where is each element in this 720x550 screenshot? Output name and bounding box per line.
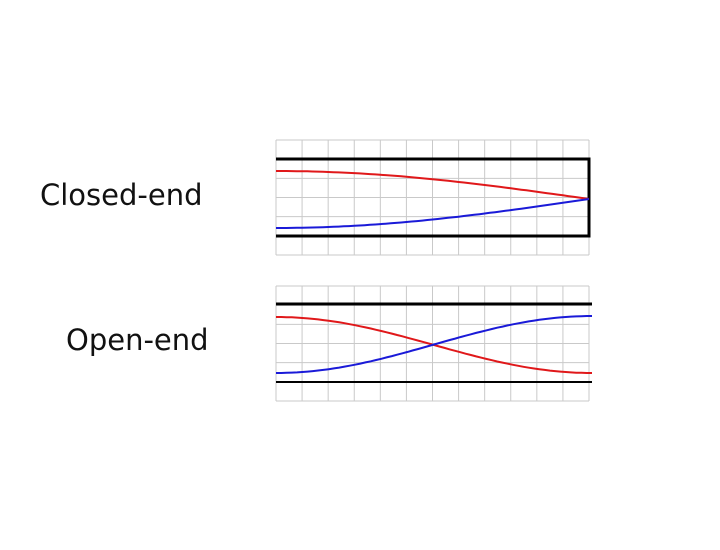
closed-end-tube	[276, 157, 591, 238]
open-end-wave-blue	[276, 315, 592, 374]
closed-end-wave-red	[276, 170, 590, 200]
closed-end-wave-blue	[276, 198, 590, 229]
closed-end-label: Closed-end	[40, 178, 203, 212]
open-end-label: Open-end	[66, 323, 209, 357]
closed-end-grid	[275, 139, 590, 256]
